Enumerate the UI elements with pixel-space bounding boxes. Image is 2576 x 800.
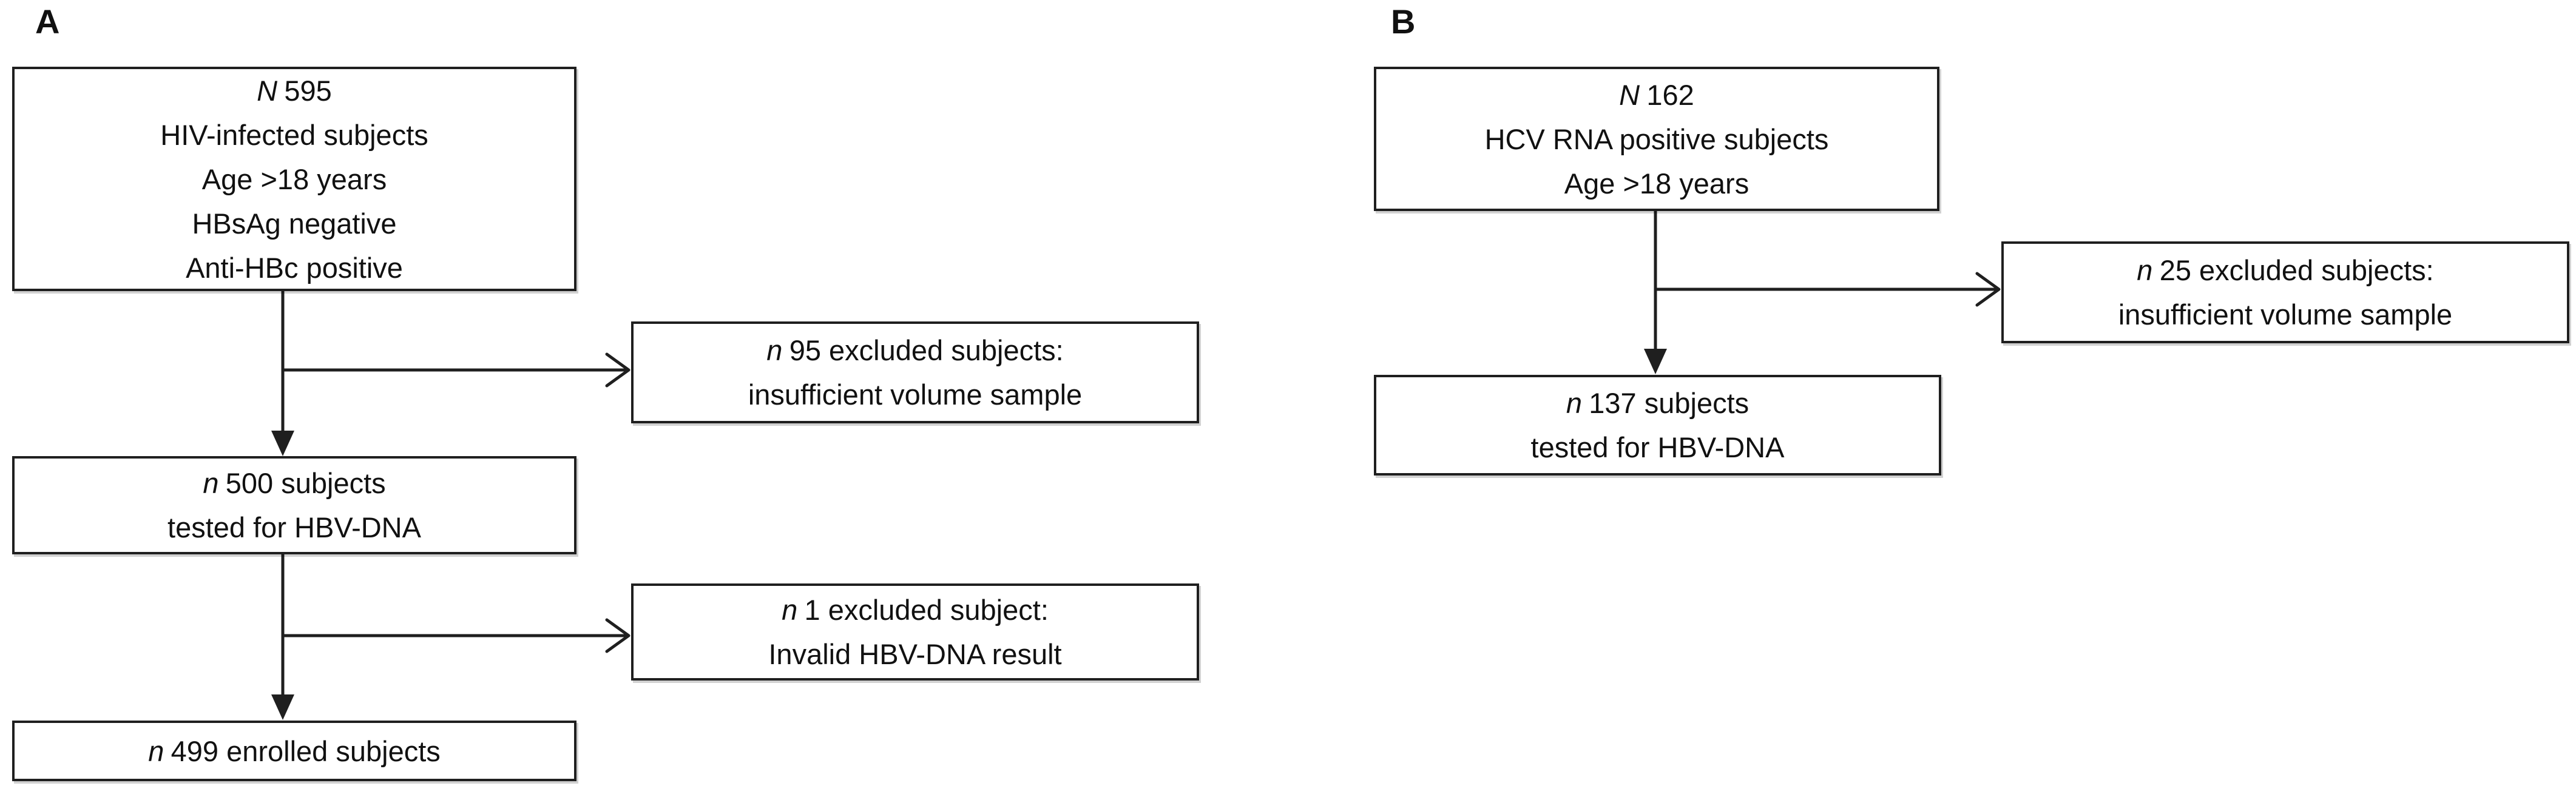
n-count: 162: [1646, 78, 1694, 111]
panel-a-label: A: [35, 2, 60, 41]
box-line: Age >18 years: [201, 163, 387, 195]
n-count: 1 excluded subject:: [804, 594, 1049, 626]
box-line: tested for HBV-DNA: [167, 511, 421, 543]
n-symbol: n: [766, 334, 783, 366]
n-symbol: n: [782, 594, 798, 626]
box-line: insufficient volume sample: [2118, 298, 2453, 331]
n-count: 95 excluded subjects:: [789, 334, 1064, 366]
n-symbol: N: [1619, 78, 1640, 111]
box-line: HBsAg negative: [192, 207, 397, 240]
box-line: Anti-HBc positive: [186, 251, 403, 284]
arrowhead-right-icon: [1975, 272, 2001, 307]
arrowhead-down-icon: [1644, 349, 1667, 374]
arrow-a-branch-excluded-2: [283, 618, 630, 653]
panel-b-label: B: [1391, 2, 1416, 41]
n-count: 500 subjects: [225, 467, 386, 499]
n-count: 595: [284, 74, 332, 107]
box-line: Age >18 years: [1564, 167, 1749, 200]
arrowhead-down-icon: [271, 694, 294, 720]
arrow-b-branch-excluded: [1655, 272, 2001, 307]
n-symbol: n: [1566, 387, 1582, 419]
arrowhead-right-icon: [605, 618, 630, 653]
n-symbol: n: [148, 734, 164, 767]
box-line: HIV-infected subjects: [160, 118, 428, 151]
n-count: 137 subjects: [1589, 387, 1749, 419]
box-line: HCV RNA positive subjects: [1484, 123, 1829, 155]
arrow-a-tested-to-enrolled: [271, 553, 294, 720]
n-count: 25 excluded subjects:: [2159, 254, 2434, 286]
box-line: insufficient volume sample: [748, 378, 1083, 411]
arrowhead-down-icon: [271, 431, 294, 456]
arrowhead-right-icon: [605, 352, 630, 388]
arrow-a-population-to-tested: [271, 290, 294, 456]
n-count: 499 enrolled subjects: [171, 734, 441, 767]
n-symbol: n: [2137, 254, 2153, 286]
box-line: Invalid HBV-DNA result: [768, 638, 1062, 670]
arrow-b-population-to-tested: [1644, 210, 1667, 374]
n-symbol: N: [257, 74, 278, 107]
n-symbol: n: [203, 467, 219, 499]
box-line: tested for HBV-DNA: [1530, 431, 1785, 463]
arrow-a-branch-excluded-1: [283, 352, 630, 388]
